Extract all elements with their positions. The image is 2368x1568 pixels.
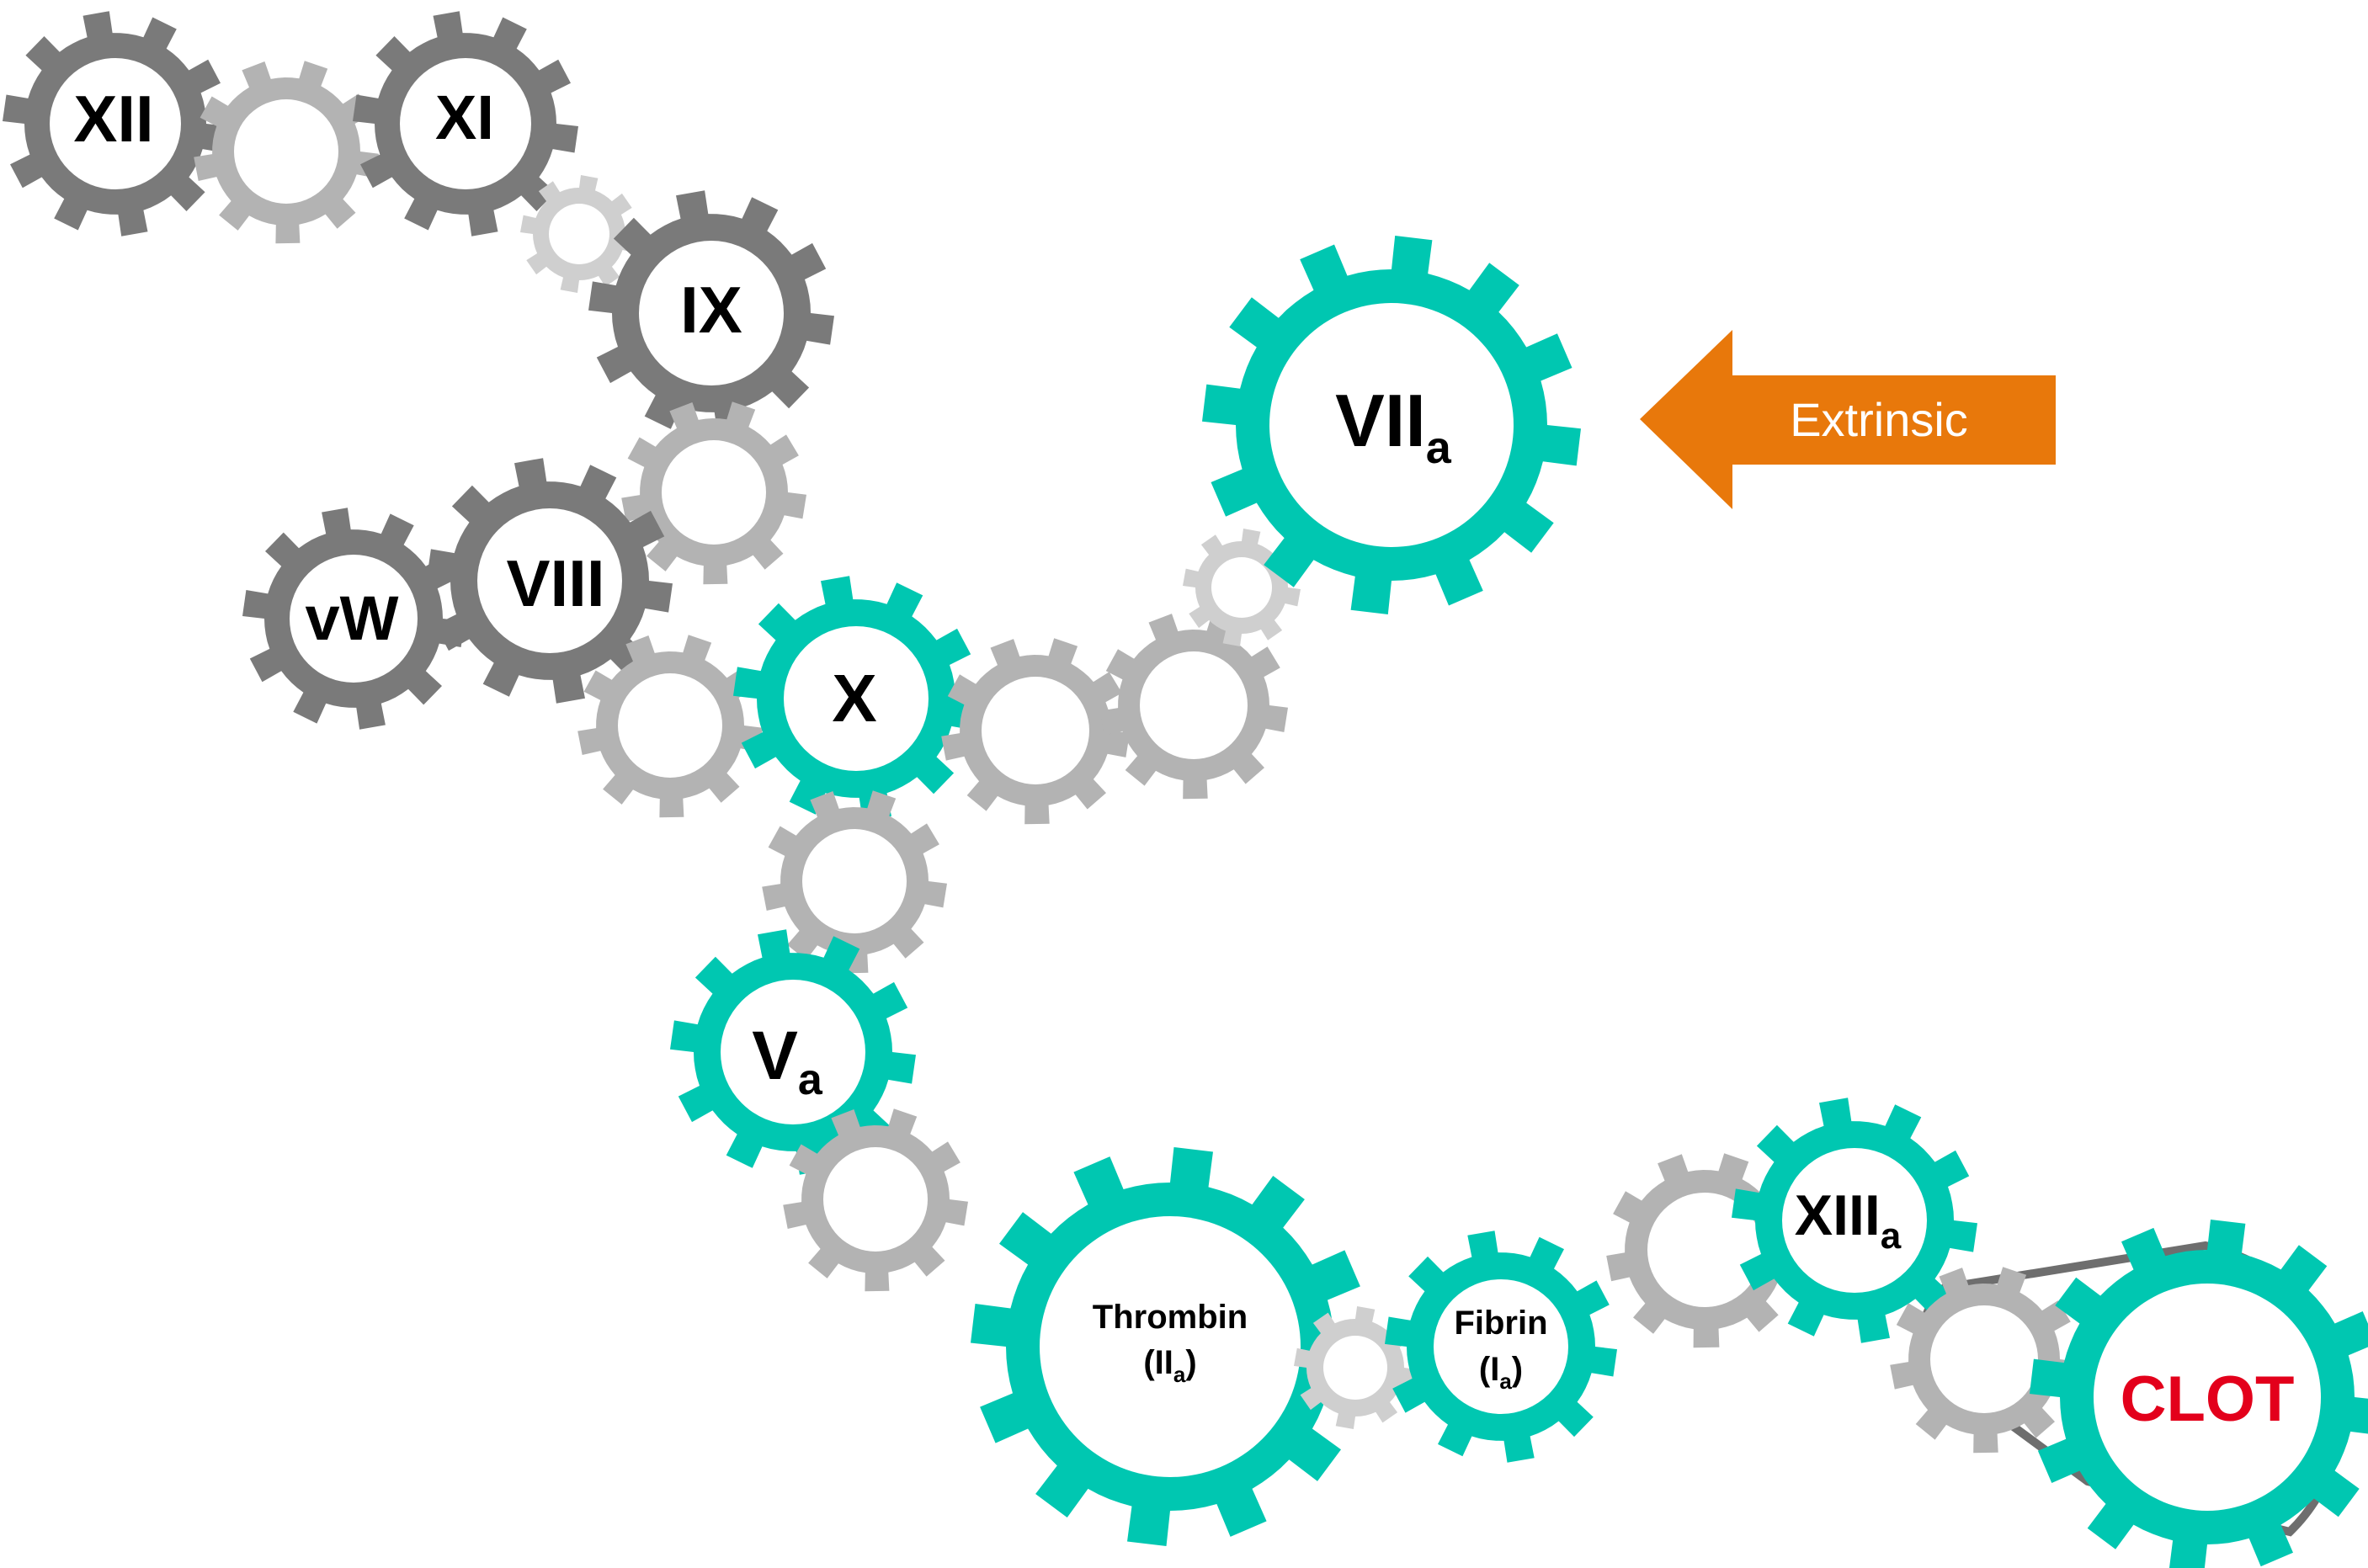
fibrin-label-line2: (Ia): [1479, 1351, 1523, 1394]
gear-idler-2: [520, 175, 638, 293]
gear-idler-6: [1099, 613, 1288, 800]
factor-va-label: Va: [752, 1018, 823, 1104]
gear-idler-5: [941, 638, 1130, 825]
thrombin-line2-main: (II: [1143, 1344, 1173, 1381]
factor-viia-main: VII: [1335, 379, 1426, 462]
gear-xii: [3, 11, 228, 237]
factor-viia-label: VIIa: [1335, 379, 1452, 473]
extrinsic-arrow: Extrinsic: [1640, 330, 2056, 509]
gear-idler-10-hub: [1323, 1336, 1387, 1400]
gear-clot-hub: [2094, 1284, 2321, 1511]
gear-xi: [353, 11, 578, 237]
gear-idler-6-hub: [1140, 651, 1248, 759]
gear-x-hub: [784, 626, 929, 771]
clot-label: CLOT: [2121, 1363, 2295, 1435]
extrinsic-arrow-label: Extrinsic: [1790, 393, 1968, 446]
gear-idler-11-hub: [1647, 1193, 1762, 1307]
gear-idler-4: [577, 635, 763, 818]
gear-clot: [2030, 1220, 2368, 1568]
gear-idler-8-hub: [802, 829, 907, 933]
thrombin-line2-close: ): [1185, 1344, 1196, 1381]
gear-va-hub: [721, 980, 865, 1124]
thrombin-label-line2: (IIa): [1143, 1344, 1196, 1387]
gear-viia: [1202, 236, 1581, 614]
fibrin-line2-sub: a: [1499, 1369, 1512, 1394]
fibrin-label-line1: Fibrin: [1454, 1305, 1547, 1342]
gear-xiiia-hub: [1782, 1148, 1927, 1293]
factor-xiiia-label: XIIIa: [1795, 1183, 1902, 1257]
gear-idler-12: [1890, 1267, 2078, 1454]
gear-idler-1: [194, 61, 379, 244]
gear-viii-hub: [477, 508, 622, 653]
gear-fibrin-hub: [1434, 1279, 1568, 1414]
factor-xiiia-main: XIII: [1795, 1183, 1881, 1247]
gear-layer: [3, 11, 2368, 1568]
gear-viia-hub: [1269, 303, 1514, 547]
factor-xiiia-sub: a: [1881, 1215, 1902, 1257]
gear-thrombin: [971, 1147, 1370, 1546]
gear-vw: [242, 508, 465, 730]
gear-fibrin: [1385, 1230, 1617, 1463]
gear-vw-hub: [290, 555, 418, 683]
gear-xiiia: [1732, 1098, 1977, 1343]
gear-idler-5-hub: [982, 677, 1089, 784]
gear-idler-1-hub: [234, 99, 338, 204]
thrombin-label-line1: Thrombin: [1093, 1299, 1248, 1336]
thrombin-line2-sub: a: [1173, 1362, 1186, 1387]
gear-idler-12-hub: [1930, 1305, 2038, 1413]
factor-va-sub: a: [798, 1055, 823, 1104]
gear-ix-hub: [639, 241, 784, 385]
extrinsic-arrow-shape: [1640, 330, 2056, 509]
factor-ix-label: IX: [680, 273, 742, 347]
gear-ix: [588, 190, 834, 436]
gear-xi-hub: [400, 58, 531, 189]
gear-idler-3: [621, 401, 806, 585]
gear-xii-hub: [50, 58, 181, 189]
factor-x-label: X: [832, 661, 876, 736]
gear-x: [733, 576, 979, 821]
gear-thrombin-hub: [1040, 1216, 1301, 1477]
von-willebrand-label: vW: [306, 583, 399, 653]
fibrin-line2-close: ): [1512, 1351, 1523, 1388]
gear-idler-9: [783, 1108, 968, 1292]
fibrin-line2-main: (I: [1479, 1351, 1499, 1388]
factor-va-main: V: [752, 1018, 798, 1094]
gear-idler-4-hub: [618, 673, 722, 778]
factor-xi-label: XI: [435, 82, 494, 152]
factor-viia-sub: a: [1426, 423, 1452, 473]
gear-idler-9-hub: [823, 1147, 928, 1252]
gear-viii: [427, 458, 673, 704]
factor-xii-label: XII: [73, 82, 153, 156]
factor-viii-label: VIII: [506, 546, 604, 620]
gear-idler-3-hub: [662, 440, 766, 545]
gear-idler-2-hub: [549, 204, 609, 264]
gear-idler-8: [762, 790, 947, 974]
gear-idler-7-hub: [1211, 557, 1272, 618]
